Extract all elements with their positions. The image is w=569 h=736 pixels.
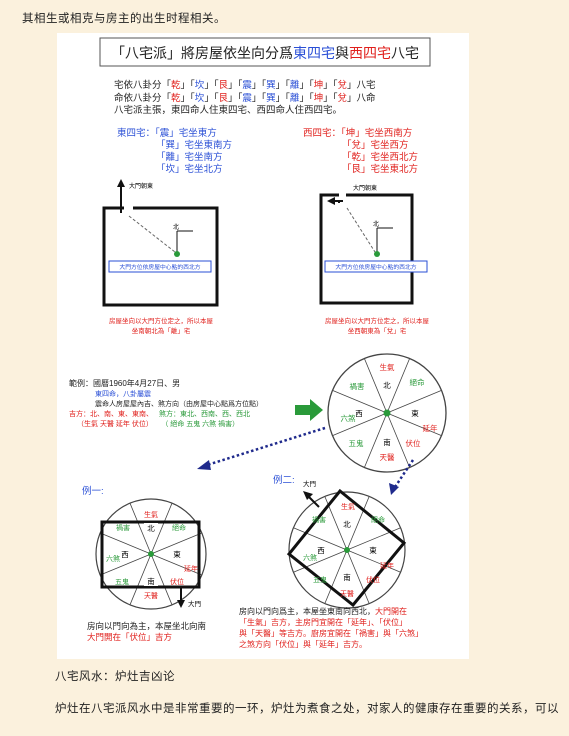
ex2-door-arrow-icon [303, 491, 313, 500]
bagua-wheel-main: 北 東 南 西 生氣 絕命 延年 伏位 天醫 五鬼 六煞 禍害 [327, 353, 447, 473]
ex2-label: 例二: [273, 474, 295, 486]
ex2-south: 南 [343, 572, 351, 582]
intro-line-3: 八宅派主張，東四命人住東四宅、西四命人住西四宅。 [114, 104, 342, 116]
sector-shengqi: 生氣 [380, 362, 395, 372]
wheel-north-label: 北 [383, 381, 391, 390]
example-line-3: 震命人房屋屋內吉、煞方向（由房屋中心點爲方位點） [95, 399, 263, 408]
green-arrow-icon [295, 399, 323, 421]
ex1-sector-jueming: 絕命 [172, 523, 186, 532]
ex1-label: 例一: [82, 485, 104, 497]
sector-wugui: 五鬼 [349, 438, 364, 448]
sector-tianyi: 天醫 [380, 453, 395, 462]
wheel-west-label: 西 [355, 409, 363, 418]
ex1-caption-2: 大門開在「伏位」吉方 [87, 632, 172, 642]
wheel-south-label: 南 [383, 437, 391, 447]
west-house-1: 「兌」宅坐西方 [342, 139, 409, 151]
ex2-caption-1: 房向以門向爲主，本屋坐東南向西北，大門開在 [239, 606, 407, 616]
intro-line-1: 宅依八卦分「乾」「坎」「艮」「震」「巽」「離」「坤」「兌」八宅 [114, 79, 376, 91]
example-line-4: 吉方：北、南、東、東南、煞方：東北、西南、西、西北 [69, 409, 250, 418]
house-center-dot [374, 251, 380, 257]
ex2-sector-jueming: 絕命 [371, 515, 385, 524]
ex1-sector-yannian: 延年 [184, 564, 198, 573]
ex2-north: 北 [343, 520, 351, 529]
floor-plan-right: 大門朝東 北 大門方位依房屋中心點的西北方 房屋坐向以大門方位定之，所以本屋 坐… [319, 184, 430, 335]
example-line-5: （生氣 天醫 延年 伏位）（ 絕命 五鬼 六煞 禍害） [77, 419, 239, 428]
west-houses-list: 西四宅：「坤」宅坐西南方 「兌」宅坐西方 「乾」宅坐西北方 「艮」宅坐東北方 [303, 127, 418, 175]
ex1-sector-liusha: 六煞 [106, 554, 120, 563]
bagua-wheel-ex1: 北 東 南 西 生氣 絕命 延年 伏位 天醫 五鬼 六煞 禍害 大門 [95, 498, 207, 610]
figure-title: 「八宅派」將房屋依坐向分爲東四宅與西四宅八宅 [111, 45, 419, 61]
example-line-2: 東四命，八卦屬震 [95, 389, 151, 398]
house-center-dot [174, 251, 180, 257]
sector-liusha: 六煞 [341, 413, 356, 423]
ex1-sector-fuwei: 伏位 [170, 577, 184, 586]
sector-jueming: 絕命 [410, 377, 425, 387]
wheel-east-label: 東 [411, 408, 419, 418]
example-line-1: 範例：國曆1960年4月27日、男 [69, 378, 180, 388]
ex2-caption-2: 「生氣」吉方，主房門宜開在「延年」、「伏位」 [239, 617, 407, 627]
plan-right-door-label: 大門朝東 [353, 184, 377, 192]
intro-line-2: 命依八卦分「乾」「坎」「艮」「震」「巽」「離」「坤」「兌」八命 [114, 92, 376, 104]
bazhai-figure: 「八宅派」將房屋依坐向分爲東四宅與西四宅八宅 宅依八卦分「乾」「坎」「艮」「震」… [57, 33, 469, 659]
ex1-north: 北 [147, 524, 155, 533]
top-paragraph: 其相生或相克与房主的出生时程相关。 [22, 11, 226, 25]
plan-left-caption-2: 坐南朝北為「離」宅 [132, 326, 191, 335]
ex2-caption-3: 與「天醫」等吉方。廚房宜開在「禍害」與「六煞」 [239, 628, 423, 638]
ex1-east: 東 [173, 549, 181, 559]
plan-left-north-label: 北 [173, 223, 179, 231]
plan-left-box-text: 大門方位依房屋中心點的西北方 [119, 263, 200, 271]
ex2-sector-huohai: 禍害 [312, 515, 326, 524]
dotted-arrow-left [197, 426, 326, 470]
plan-right-north-label: 北 [373, 220, 379, 228]
title-frame [99, 37, 431, 67]
ex1-sector-wugui: 五鬼 [115, 577, 129, 586]
west-house-2: 「乾」宅坐西北方 [342, 151, 418, 163]
west-house-3: 「艮」宅坐東北方 [342, 163, 418, 175]
sector-yannian: 延年 [423, 423, 438, 433]
ex2-sector-yannian: 延年 [380, 561, 394, 570]
east-house-1: 「巽」宅坐東南方 [156, 139, 232, 151]
bagua-wheel-ex2: 北 東 南 西 生氣 絕命 延年 伏位 天醫 五鬼 六煞 禍害 大門 [286, 479, 407, 609]
ex2-sector-wugui: 五鬼 [313, 575, 327, 584]
sector-huohai: 禍害 [350, 381, 365, 391]
sector-fuwei: 伏位 [406, 438, 421, 448]
door-arrow-icon [327, 197, 335, 205]
ex1-sector-shengqi: 生氣 [144, 510, 158, 519]
ex2-sector-shengqi: 生氣 [341, 502, 355, 511]
ex2-sector-tianyi: 天醫 [340, 590, 354, 598]
plan-right-box-text: 大門方位依房屋中心點的西北方 [335, 263, 416, 271]
ex2-sector-liusha: 六煞 [303, 553, 317, 562]
plan-right-caption-1: 房屋坐向以大門方位定之，所以本屋 [325, 316, 430, 325]
ex1-west: 西 [121, 550, 129, 559]
ex2-house-outline [286, 488, 407, 608]
ex2-west: 西 [317, 546, 325, 555]
ex2-caption-4: 之煞方向「伏位」與「延年」吉方。 [239, 639, 367, 649]
plan-left-caption-1: 房屋坐向以大門方位定之，所以本屋 [109, 316, 214, 325]
east-house-3: 「坎」宅坐北方 [156, 163, 223, 175]
plan-right-caption-2: 坐西朝東為「兌」宅 [348, 326, 407, 335]
ex1-door-label: 大門 [188, 599, 201, 608]
ex1-house-outline [100, 520, 201, 589]
ex2-sector-fuwei: 伏位 [366, 575, 380, 584]
ex2-east: 東 [369, 545, 377, 555]
section-heading: 八宅风水：炉灶吉凶论 [55, 669, 175, 683]
ex1-sector-tianyi: 天醫 [144, 592, 158, 600]
ex1-caption-1: 房向以門向為主，本屋坐北向南 [87, 621, 206, 631]
ex1-south: 南 [147, 576, 155, 586]
east-houses-list: 東四宅：「震」宅坐東方 「巽」宅坐東南方 「離」宅坐南方 「坎」宅坐北方 [117, 127, 232, 175]
ex1-door-arrow-icon [177, 600, 185, 608]
east-house-0: 東四宅：「震」宅坐東方 [117, 127, 217, 139]
ex1-sector-huohai: 禍害 [116, 523, 130, 532]
floor-plan-left: 大門朝東 北 大門方位依房屋中心點的西北方 房屋坐向以大門方位定之，所以本屋 坐… [102, 179, 219, 335]
east-house-2: 「離」宅坐南方 [156, 151, 223, 163]
dotted-arrow-down [389, 459, 415, 495]
plan-left-door-label: 大門朝東 [129, 182, 153, 190]
door-arrow-icon [117, 179, 125, 187]
body-paragraph: 炉灶在八宅派风水中是非常重要的一环，炉灶为煮食之处，对家人的健康存在重要的关系，… [55, 701, 559, 715]
example-block: 範例：國曆1960年4月27日、男 東四命，八卦屬震 震命人房屋屋內吉、煞方向（… [69, 378, 263, 428]
west-house-0: 西四宅：「坤」宅坐西南方 [303, 127, 412, 139]
ex2-door-label: 大門 [303, 479, 316, 488]
